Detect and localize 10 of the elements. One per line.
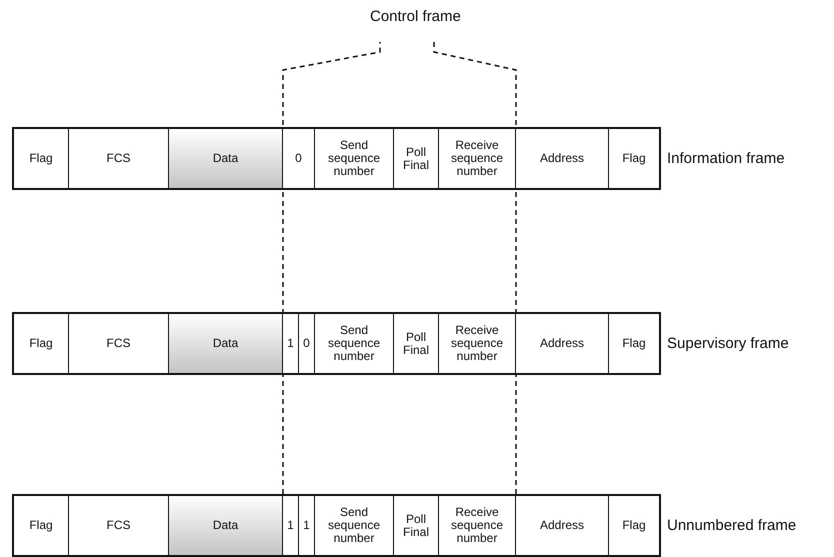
- frame-row: [12, 312, 661, 375]
- frame-row: [12, 127, 661, 190]
- field-cell: Data: [169, 314, 283, 373]
- frame-row: [12, 494, 661, 557]
- field-cell: Data: [169, 129, 283, 188]
- frame-type-label: Information frame: [667, 150, 785, 166]
- frame-type-label: Supervisory frame: [667, 334, 789, 352]
- field-cell: Data: [169, 496, 283, 555]
- bracket-label: Control frame: [370, 8, 461, 25]
- frame-type-label: Unnumbered frame: [667, 516, 796, 534]
